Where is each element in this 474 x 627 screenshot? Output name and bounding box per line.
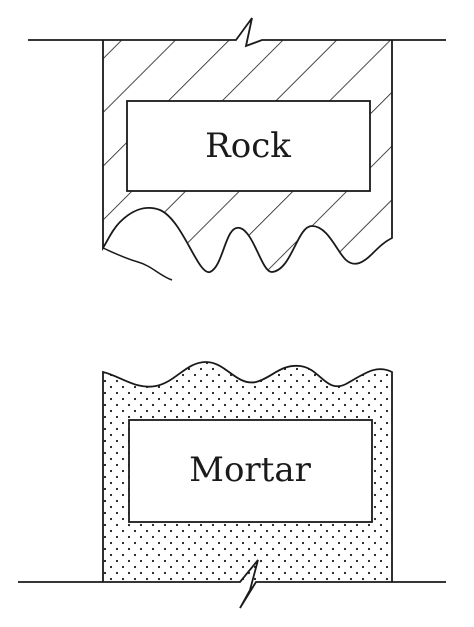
mortar-bottom-baseline <box>18 559 446 609</box>
mortar-block: Mortar <box>18 361 446 609</box>
rock-label: Rock <box>205 126 291 166</box>
rock-block: Rock <box>28 17 446 281</box>
mortar-outline <box>102 361 393 582</box>
rock-wavy-inner-curve <box>102 247 173 281</box>
rock-outline <box>102 40 393 273</box>
rock-top-baseline <box>28 17 446 48</box>
mortar-label: Mortar <box>189 450 311 490</box>
rock-label-box <box>126 100 371 192</box>
mortar-label-box <box>128 419 373 523</box>
